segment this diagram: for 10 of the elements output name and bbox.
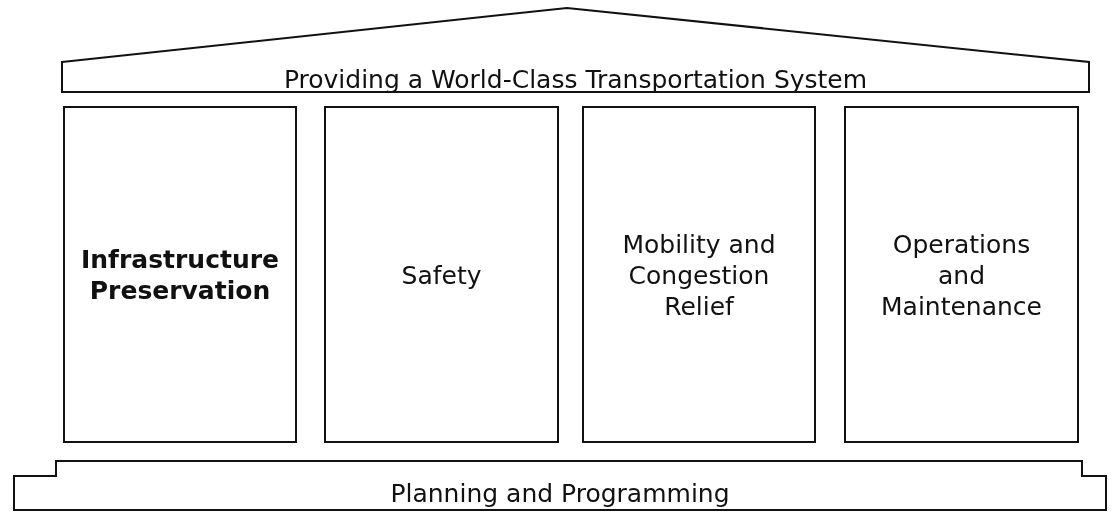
- pillar-label: Operations and Maintenance: [880, 228, 1043, 321]
- pillar-label: Mobility and Congestion Relief: [621, 228, 777, 321]
- base-label: Planning and Programming: [390, 478, 730, 509]
- pillar-label: Infrastructure Preservation: [80, 243, 280, 306]
- pillar-box: [324, 106, 559, 443]
- pillar-box: [844, 106, 1079, 443]
- pillar-box: [63, 106, 297, 443]
- pillar-box: [582, 106, 816, 443]
- pillar-label: Safety: [400, 259, 483, 290]
- roof-title: Providing a World-Class Transportation System: [283, 64, 868, 95]
